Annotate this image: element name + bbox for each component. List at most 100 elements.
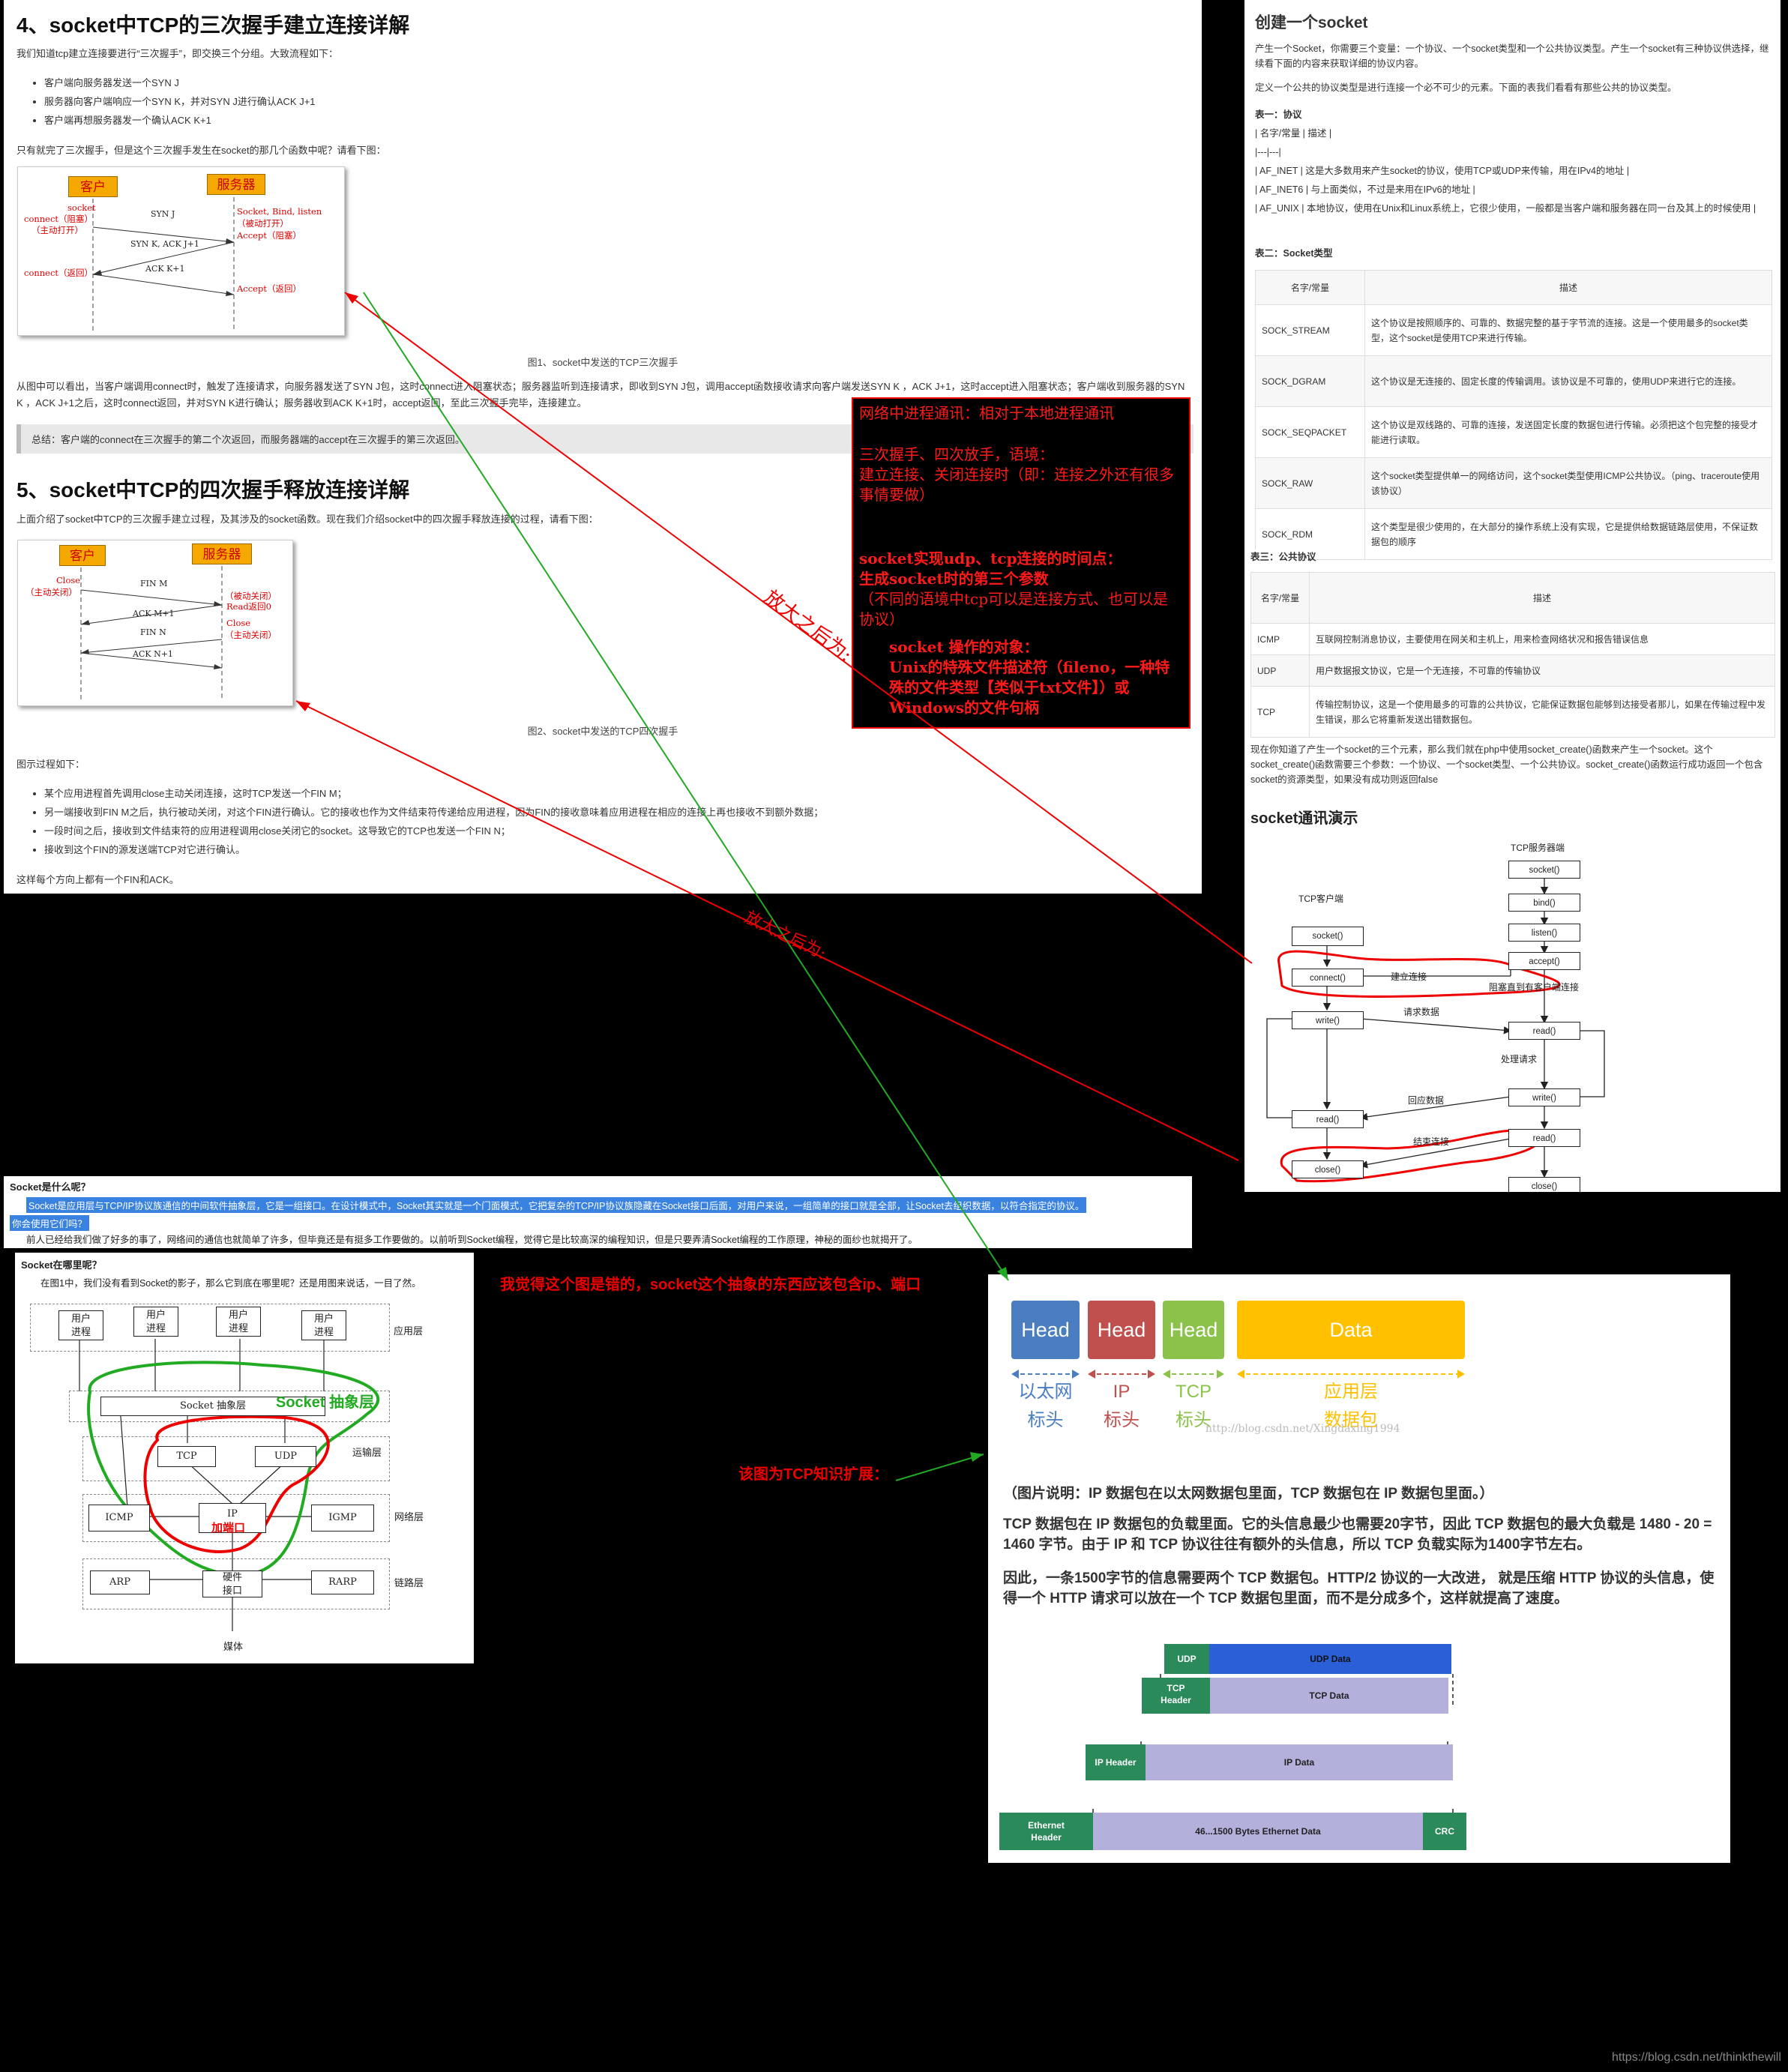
flow-label: 回应数据 [1408, 1095, 1445, 1106]
table3-title: 表三：公共协议 [1250, 549, 1316, 564]
table-cell: 传输控制协议，这是一个使用最多的可靠的公共协议，它能保证数据包能够到达接受者那儿… [1309, 686, 1775, 738]
tcp-extension-note: 该图为TCP知识扩展： [738, 1466, 888, 1483]
create-socket-title: 创建一个socket [1255, 14, 1368, 31]
note-line-5: 生成socket时的第三个参数 [859, 570, 1049, 588]
udp-box: UDP [255, 1446, 316, 1467]
fig1-r2: （被动打开） [237, 218, 289, 229]
packet-watermark: http://blog.csdn.net/Xingdaxing1994 [1205, 1423, 1400, 1435]
client-close: close() [1292, 1160, 1364, 1178]
server-write: write() [1508, 1088, 1580, 1106]
app-layer-label: 应用层 [394, 1325, 424, 1337]
socket-layer-box [69, 1391, 390, 1422]
arp-box: ARP [90, 1570, 150, 1594]
footer-url: https://blog.csdn.net/thinkthewill [1612, 2051, 1781, 2064]
table-cell: ICMP [1250, 623, 1310, 655]
create-socket-p1: 产生一个Socket，你需要三个变量：一个协议、一个socket类型和一个公共协… [1255, 43, 1769, 69]
server-listen: listen() [1508, 924, 1580, 942]
flow-label: 处理请求 [1501, 1054, 1538, 1064]
packet-brackets [1011, 1370, 1465, 1379]
list-item: 另一端接收到FIN M之后，执行被动关闭，对这个FIN进行确认。它的接收也作为文… [44, 803, 1181, 822]
ip-box: IP [199, 1503, 266, 1533]
server-socket: socket() [1508, 861, 1580, 879]
tcp-box: TCP [157, 1446, 216, 1467]
app-layer-box [30, 1304, 390, 1352]
socket-demo-title: socket通讯演示 [1250, 810, 1358, 827]
client-box: 客户 [59, 545, 106, 566]
network-layer-label: 网络层 [394, 1511, 424, 1523]
data-block: Data [1237, 1301, 1465, 1359]
server-accept: accept() [1508, 952, 1580, 970]
table-cell: SOCK_DGRAM [1255, 355, 1365, 407]
socket-flow-lines [1266, 879, 1605, 1183]
data-label: 应用层 数据包 [1324, 1382, 1378, 1430]
wrong-figure-note: 我觉得这个图是错的，socket这个抽象的东西应该包含ip、端口 [500, 1277, 921, 1293]
table-cell: 这个类型是很少使用的，在大部分的操作系统上没有实现，它是提供给数据链路层使用，不… [1364, 508, 1772, 560]
flow-server-label: TCP服务器端 [1511, 843, 1565, 853]
add-port-label: 加端口 [211, 1522, 246, 1535]
figure-2-caption: 图2、socket中发送的TCP四次握手 [527, 726, 678, 737]
list-item: 服务器向客户端响应一个SYN K，并对SYN J进行确认ACK J+1 [44, 92, 316, 111]
note-line-7: socket 操作的对象： [889, 638, 1039, 656]
server-read-2: read() [1508, 1129, 1580, 1147]
rarp-box: RARP [311, 1570, 374, 1594]
socket-what-paragraph: 前人已经给我们做了好多的事了，网络间的通信也就简单了许多，但毕竟还是有挺多工作要… [26, 1235, 918, 1245]
table-cell: SOCK_SEQPACKET [1255, 406, 1365, 458]
ip-data: IP Data [1146, 1744, 1453, 1780]
fig1-m2: SYN K, ACK J+1 [130, 239, 199, 249]
socket-where-title: Socket在哪里呢？ [21, 1259, 102, 1271]
figure-1-caption: 图1、socket中发送的TCP三次握手 [527, 357, 678, 368]
fig2-r4: （主动关闭） [225, 630, 277, 640]
list-item: 接收到这个FIN的源发送端TCP对它进行确认。 [44, 840, 1181, 859]
ip-header: IP Header [1086, 1744, 1146, 1780]
table1-row: | AF_UNIX | 本地协议，使用在Unix和Linux系统上，它很少使用，… [1255, 203, 1757, 214]
igmp-box: IGMP [311, 1505, 374, 1532]
table-cell: SOCK_STREAM [1255, 304, 1365, 356]
fig1-r1: Socket, Bind, listen [237, 206, 322, 217]
close-arrows [80, 566, 223, 699]
server-box: 服务器 [207, 174, 265, 195]
link-layer-label: 链路层 [394, 1577, 424, 1588]
table-cell: TCP [1250, 686, 1310, 738]
socket-layer: Socket 抽象层 [100, 1397, 325, 1416]
client-socket: socket() [1292, 927, 1364, 946]
network-layer-box [82, 1494, 390, 1542]
packet-caption-3: 因此，一条1500字节的信息需要两个 TCP 数据包。HTTP/2 协议的一大改… [1003, 1570, 1715, 1606]
fig1-l4: connect（返回） [24, 268, 94, 278]
table1-row: | AF_INET6 | 与上面类似，不过是来用在IPv6的地址 | [1255, 184, 1475, 195]
eth-label: 以太网 标头 [1018, 1382, 1073, 1430]
table-cell: UDP [1250, 654, 1310, 687]
fig2-m3: FIN N [140, 627, 166, 637]
user-process-3: 用户 进程 [216, 1307, 261, 1337]
section-4-explanation: 从图中可以看出，当客户端调用connect时，触发了连接请求，向服务器发送了SY… [16, 381, 1185, 409]
list-item: 客户端向服务器发送一个SYN J [44, 73, 316, 92]
table1-row: | AF_INET | 这是大多数用来产生socket的协议，使用TCP或UDP… [1255, 166, 1630, 176]
table-header: 名字/常量 [1255, 270, 1365, 305]
fig2-r1: （被动关闭） [225, 591, 277, 601]
four-way-handshake-figure: 客户 服务器 Close （主动关闭） （被动关闭） Read返回0 Close… [17, 540, 293, 706]
note-line-4: socket实现udp、tcp连接的时间点： [859, 549, 1122, 567]
fig2-l2: （主动关闭） [25, 587, 77, 597]
table-cell: 这个socket类型提供单一的网络访问，这个socket类型使用ICMP公共协议… [1364, 457, 1772, 509]
socket-what-title: Socket是什么呢？ [10, 1181, 91, 1193]
udp-header: UDP [1164, 1644, 1209, 1674]
section-5-title: 5、socket中TCP的四次握手释放连接详解 [16, 478, 410, 502]
handshake-arrows [92, 197, 235, 332]
flow-label: 请求数据 [1403, 1007, 1440, 1017]
flow-client-label: TCP客户端 [1298, 894, 1344, 904]
right-article: 创建一个socket 产生一个Socket，你需要三个变量：一个协议、一个soc… [1244, 0, 1781, 1192]
list-item: 一段时间之后，接收到文件结束符的应用进程调用close关闭它的socket。这导… [44, 822, 1181, 840]
section-5-conclusion: 这样每个方向上都有一个FIN和ACK。 [16, 874, 179, 885]
note-line-1: 网络中进程通讯：相对于本地进程通讯 [859, 404, 1114, 422]
table-cell: 互联网控制消息协议，主要使用在网关和主机上，用来检查网络状况和报告错误信息 [1309, 623, 1775, 655]
packet-caption-2: TCP 数据包在 IP 数据包的负载里面。它的头信息最少也需要20字节，因此 T… [1003, 1517, 1712, 1553]
transport-layer-box [82, 1436, 390, 1481]
tcp-head: Head [1163, 1301, 1224, 1359]
section-4-question: 只有就完了三次握手，但是这个三次握手发生在socket的那几个函数中呢？请看下图… [16, 145, 386, 156]
note-line-2: 三次握手、四次放手，语境： [859, 445, 1054, 463]
section-4-title: 4、socket中TCP的三次握手建立连接详解 [16, 13, 410, 37]
note-line-3: 建立连接、关闭连接时（即：连接之外还有很多事情要做） [859, 466, 1174, 504]
table-header: 描述 [1309, 572, 1775, 624]
socket-where-panel: Socket在哪里呢？ 在图1中，我们没有看到Socket的影子，那么它到底在哪… [15, 1253, 474, 1663]
